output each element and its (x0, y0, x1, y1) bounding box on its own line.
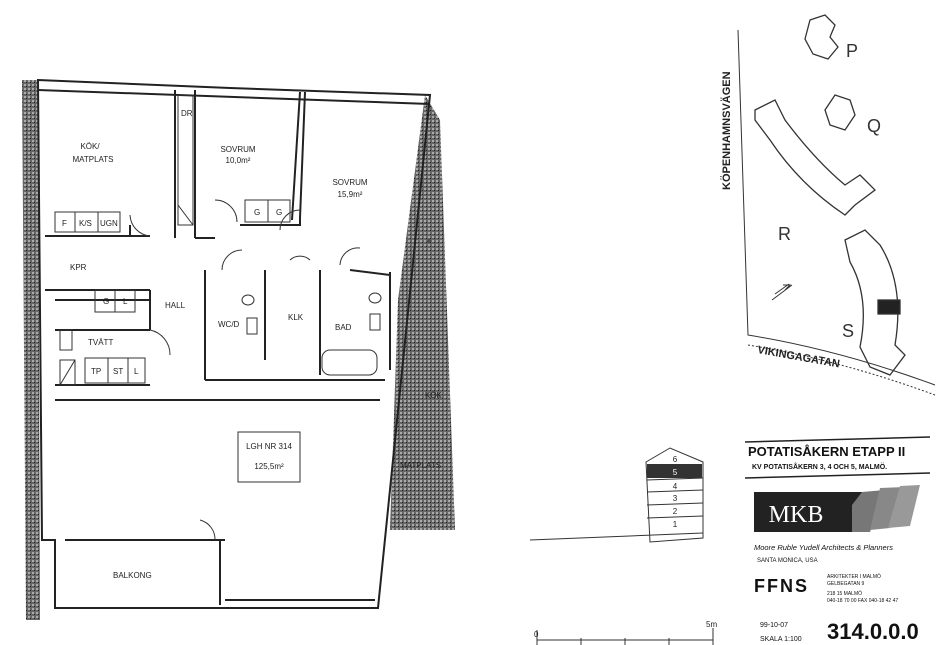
room-area-bedroom-2: 15,9m² (338, 190, 363, 199)
building-r (754, 99, 876, 216)
room-label-klk: KLK (288, 313, 304, 322)
floor-2: 2 (673, 507, 678, 516)
ffns-address-2: GELBEGATAN 9 (827, 581, 865, 587)
room-label-bad: BAD (335, 323, 352, 332)
floor-1: 1 (673, 520, 678, 529)
mkb-logo-text: MKB (769, 502, 824, 528)
highlighted-unit (877, 299, 901, 315)
room-label-kitchen-2: MATPLATS (72, 155, 113, 164)
drawing-number: 314.0.0.0 (827, 619, 919, 644)
neighbour-label-kok: KÖK (425, 391, 443, 400)
building-label-p: P (846, 41, 858, 61)
project-title: POTATISÅKERN ETAPP II (748, 444, 905, 459)
floor-key: 6 5 4 3 2 1 (529, 447, 704, 543)
scale-start: 0 (534, 630, 539, 639)
fixture-g-2: G (276, 208, 282, 217)
mkb-logo (754, 492, 852, 532)
ffns-address-1: ARKITEKTER I MALMÖ (827, 573, 881, 580)
room-label-bedroom-1: SOVRUM (220, 145, 255, 154)
site-plan: P Q R S KÖPENHAMNSVÄGEN VIKINGAGATAN (720, 14, 936, 396)
fixture-tp: TP (91, 367, 101, 376)
building-p (804, 14, 839, 60)
north-wall (37, 89, 431, 105)
floor-3: 3 (673, 494, 678, 503)
room-label-hall: HALL (165, 301, 186, 310)
drawing-date: 99-10-07 (760, 622, 788, 629)
floor-plan: KÖK/ MATPLATS SOVRUM 10,0m² SOVRUM 15,9m… (22, 78, 455, 620)
neighbour-label-matplats: MATPLATS (400, 461, 441, 470)
room-area-bedroom-1: 10,0m² (226, 156, 251, 165)
fixture-l-1: L (123, 297, 128, 306)
fixture-ks: K/S (79, 219, 92, 228)
north-arrow-icon (771, 283, 793, 301)
building-s (844, 229, 906, 376)
apartment-number: LGH NR 314 (246, 442, 292, 451)
current-floor-highlight (647, 464, 702, 478)
building-label-r: R (778, 224, 791, 244)
drawing-scale: SKALA 1:100 (760, 636, 802, 643)
building-label-s: S (842, 321, 854, 341)
building-label-q: Q (867, 116, 881, 136)
left-hatched-wall (22, 80, 40, 620)
ffns-logo: FFNS (754, 576, 809, 596)
building-q (824, 94, 856, 131)
floor-5: 5 (673, 468, 678, 477)
street-kopenhamnsvagen: KÖPENHAMNSVÄGEN (720, 71, 733, 190)
fixture-dr: DR (181, 109, 193, 118)
apartment-id-box (237, 431, 301, 483)
room-label-wcd: WC/D (218, 320, 240, 329)
room-label-kitchen: KÖK/ (80, 142, 100, 151)
room-label-tvatt: TVÄTT (88, 338, 113, 347)
ffns-phone: 040-18 70 00 FAX 040-18 42 47 (827, 598, 898, 604)
fixture-ugn: UGN (100, 219, 118, 228)
fixture-l-2: L (134, 367, 139, 376)
fixture-g-3: G (103, 297, 109, 306)
ffns-address-3: 218 15 MALMÖ (827, 590, 862, 597)
street-vikingagatan: VIKINGAGATAN (756, 344, 840, 370)
fixture-g-1: G (254, 208, 260, 217)
fixture-st: ST (113, 367, 123, 376)
apartment-outline (36, 78, 432, 609)
architect-name: Moore Ruble Yudell Architects & Planners (754, 543, 893, 552)
floor-6: 6 (673, 455, 678, 464)
scale-end: 5m (706, 620, 717, 629)
neighbour-hatched-area (390, 95, 455, 530)
scale-bar: 0 5m (534, 620, 717, 645)
fixture-f: F (62, 219, 67, 228)
project-subtitle: KV POTATISÅKERN 3, 4 OCH 5, MALMÖ. (752, 462, 887, 471)
room-label-balkong: BALKONG (113, 571, 152, 580)
room-label-bedroom-2: SOVRUM (332, 178, 367, 187)
room-label-kpr: KPR (70, 263, 87, 272)
floor-4: 4 (673, 482, 678, 491)
apartment-area: 125,5m² (254, 462, 284, 471)
title-block: POTATISÅKERN ETAPP II KV POTATISÅKERN 3,… (744, 436, 931, 644)
architect-location: SANTA MONICA, USA (757, 558, 818, 564)
